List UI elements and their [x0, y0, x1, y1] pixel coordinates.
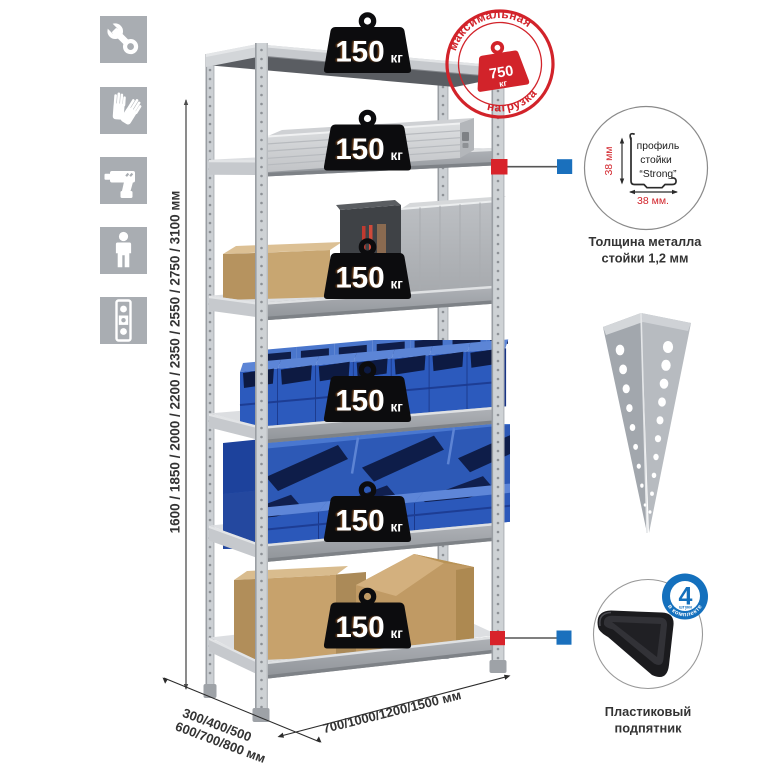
svg-text:150: 150: [335, 36, 384, 69]
svg-text:кг: кг: [391, 626, 404, 641]
svg-text:кг: кг: [391, 520, 404, 535]
svg-text:150: 150: [335, 611, 384, 644]
svg-text:подпятник: подпятник: [615, 721, 683, 736]
svg-text:Пластиковый: Пластиковый: [605, 704, 691, 719]
svg-text:профиль: профиль: [637, 140, 680, 152]
svg-text:кг: кг: [391, 51, 404, 66]
svg-text:“Strong”: “Strong”: [639, 169, 677, 180]
svg-text:750: 750: [488, 63, 514, 83]
svg-text:1600 / 1850 / 2000 / 2200 / 23: 1600 / 1850 / 2000 / 2200 / 2350 / 2550 …: [168, 191, 183, 534]
svg-text:Толщина металла: Толщина металла: [589, 234, 703, 249]
svg-text:38 мм.: 38 мм.: [637, 195, 669, 207]
svg-text:стойки 1,2 мм: стойки 1,2 мм: [601, 251, 688, 266]
svg-text:кг: кг: [391, 277, 404, 292]
svg-text:150: 150: [335, 505, 384, 538]
svg-text:150: 150: [335, 385, 384, 418]
svg-text:кг: кг: [498, 78, 508, 89]
svg-text:штуки: штуки: [679, 605, 692, 610]
svg-text:150: 150: [335, 262, 384, 295]
svg-text:стойки: стойки: [640, 155, 672, 166]
svg-text:38 мм: 38 мм: [603, 146, 615, 175]
svg-text:кг: кг: [391, 148, 404, 163]
svg-text:4: 4: [679, 583, 693, 611]
svg-text:кг: кг: [391, 400, 404, 415]
svg-text:150: 150: [335, 133, 384, 166]
